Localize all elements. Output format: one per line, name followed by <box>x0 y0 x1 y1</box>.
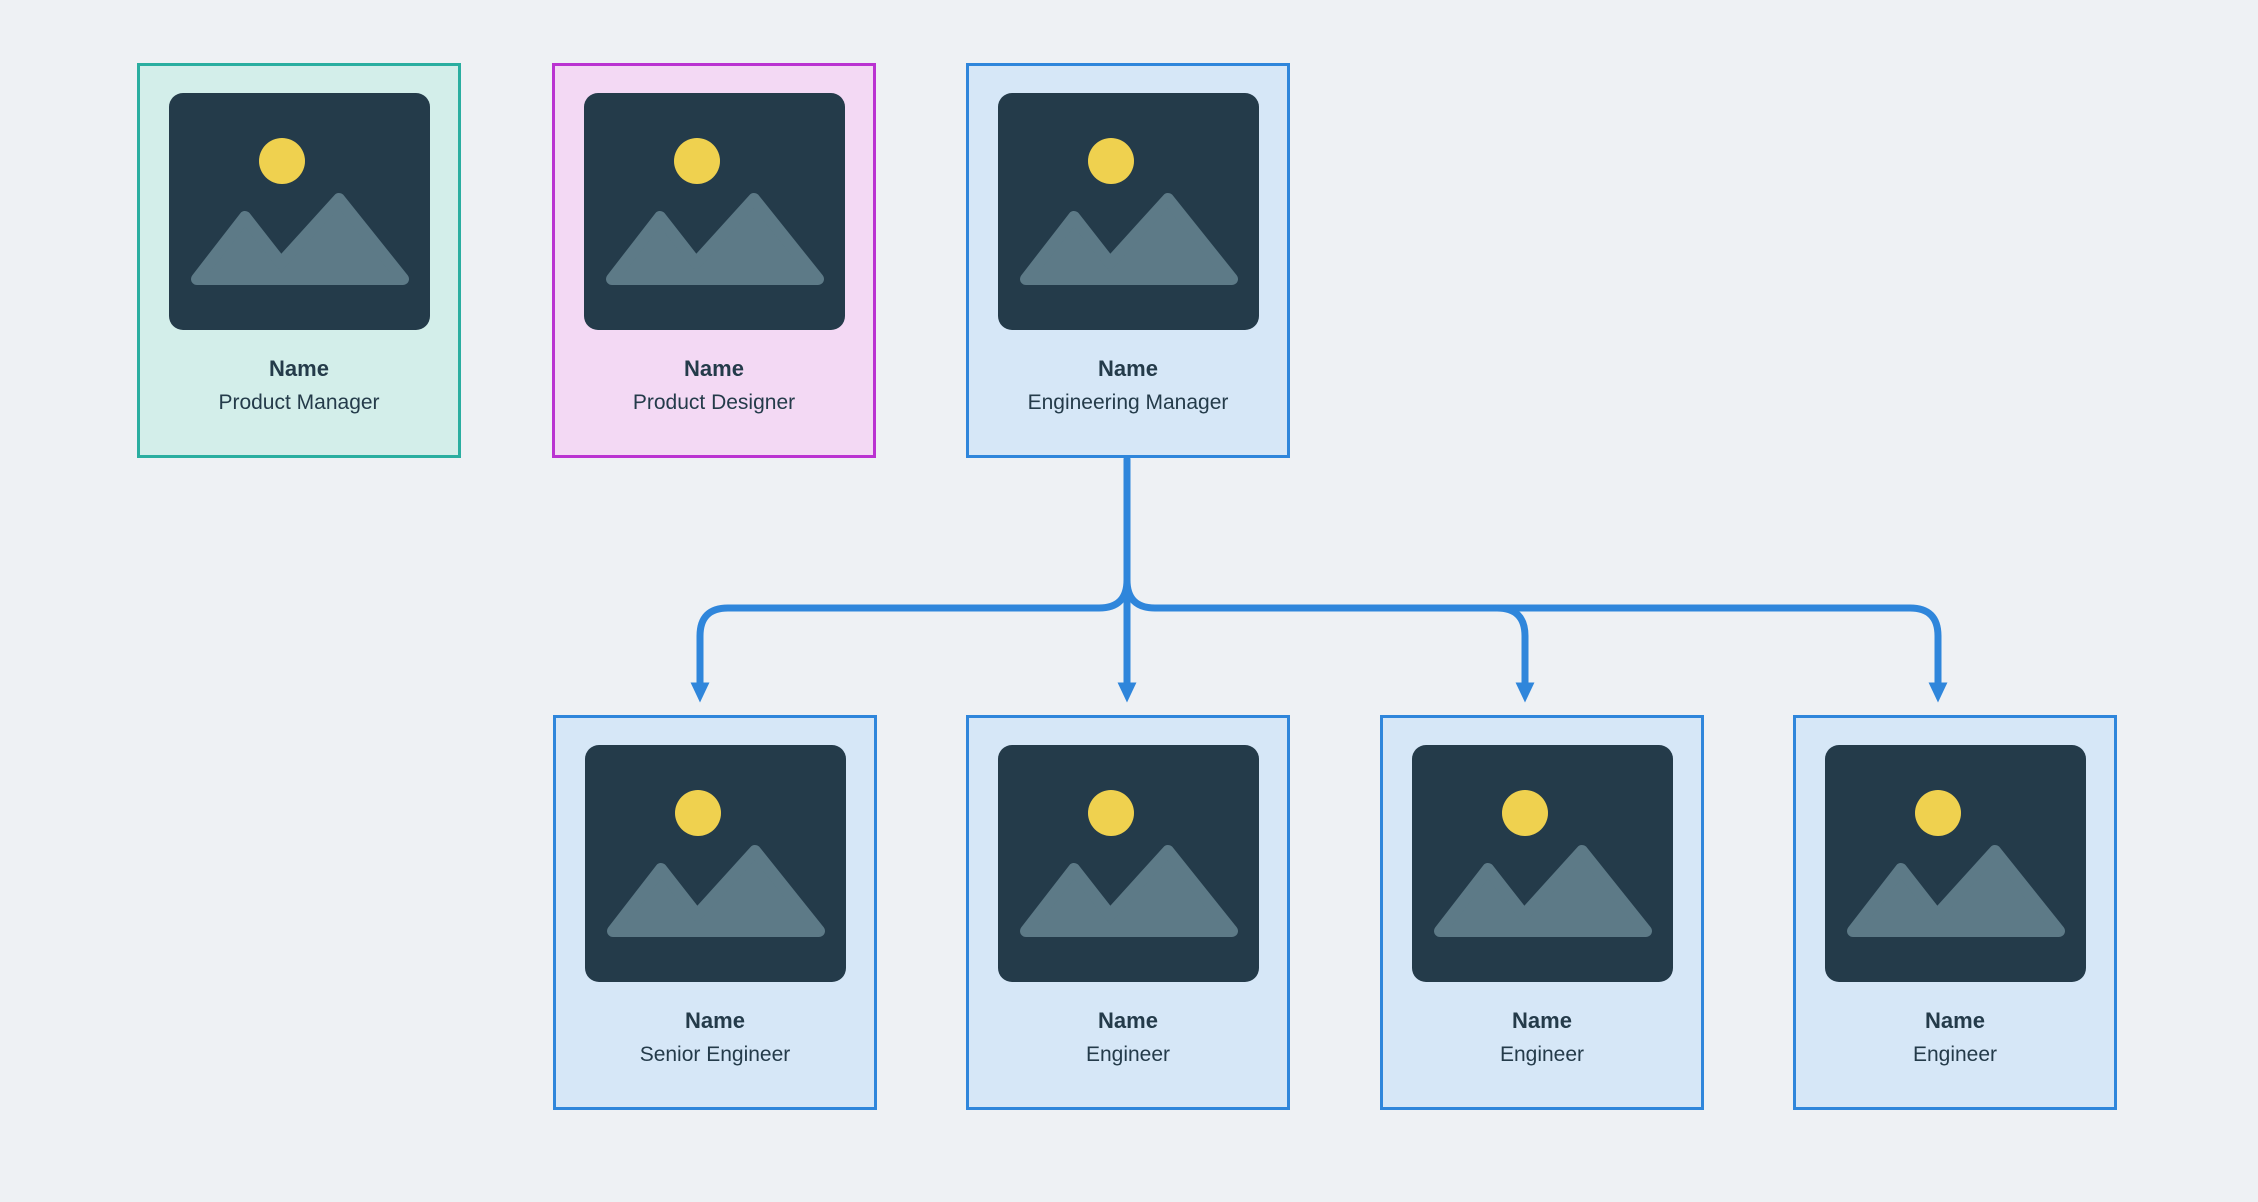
card-engineer-3[interactable]: Name Engineer <box>1793 715 2117 1110</box>
image-placeholder-icon <box>997 745 1259 982</box>
card-product-designer[interactable]: Name Product Designer <box>552 63 876 458</box>
person-role: Senior Engineer <box>639 1043 791 1066</box>
image-placeholder-icon <box>1824 745 2086 982</box>
image-placeholder-icon <box>584 745 846 982</box>
card-engineer-1[interactable]: Name Engineer <box>966 715 1290 1110</box>
person-name: Name <box>1098 1008 1158 1033</box>
person-name: Name <box>685 1008 745 1033</box>
connector-manager-to-engineer-4[interactable] <box>1123 576 1948 703</box>
person-role: Engineering Manager <box>1027 391 1229 414</box>
connector-manager-to-engineer-3[interactable] <box>1493 604 1535 703</box>
person-role: Engineer <box>1499 1043 1585 1066</box>
person-name: Name <box>1925 1008 1985 1033</box>
person-name: Name <box>1098 356 1158 381</box>
image-placeholder-icon <box>997 93 1259 330</box>
card-engineering-manager[interactable]: Name Engineering Manager <box>966 63 1290 458</box>
image-placeholder-icon <box>583 93 845 330</box>
person-role: Engineer <box>1912 1043 1998 1066</box>
person-name: Name <box>1512 1008 1572 1033</box>
card-senior-engineer[interactable]: Name Senior Engineer <box>553 715 877 1110</box>
card-product-manager[interactable]: Name Product Manager <box>137 63 461 458</box>
person-name: Name <box>269 356 329 381</box>
image-placeholder-icon <box>168 93 430 330</box>
image-placeholder-icon <box>1411 745 1673 982</box>
person-role: Engineer <box>1085 1043 1171 1066</box>
connector-manager-to-senior-engineer[interactable] <box>690 576 1131 703</box>
person-name: Name <box>684 356 744 381</box>
person-role: Product Designer <box>632 391 796 414</box>
person-role: Product Manager <box>218 391 380 414</box>
card-engineer-2[interactable]: Name Engineer <box>1380 715 1704 1110</box>
